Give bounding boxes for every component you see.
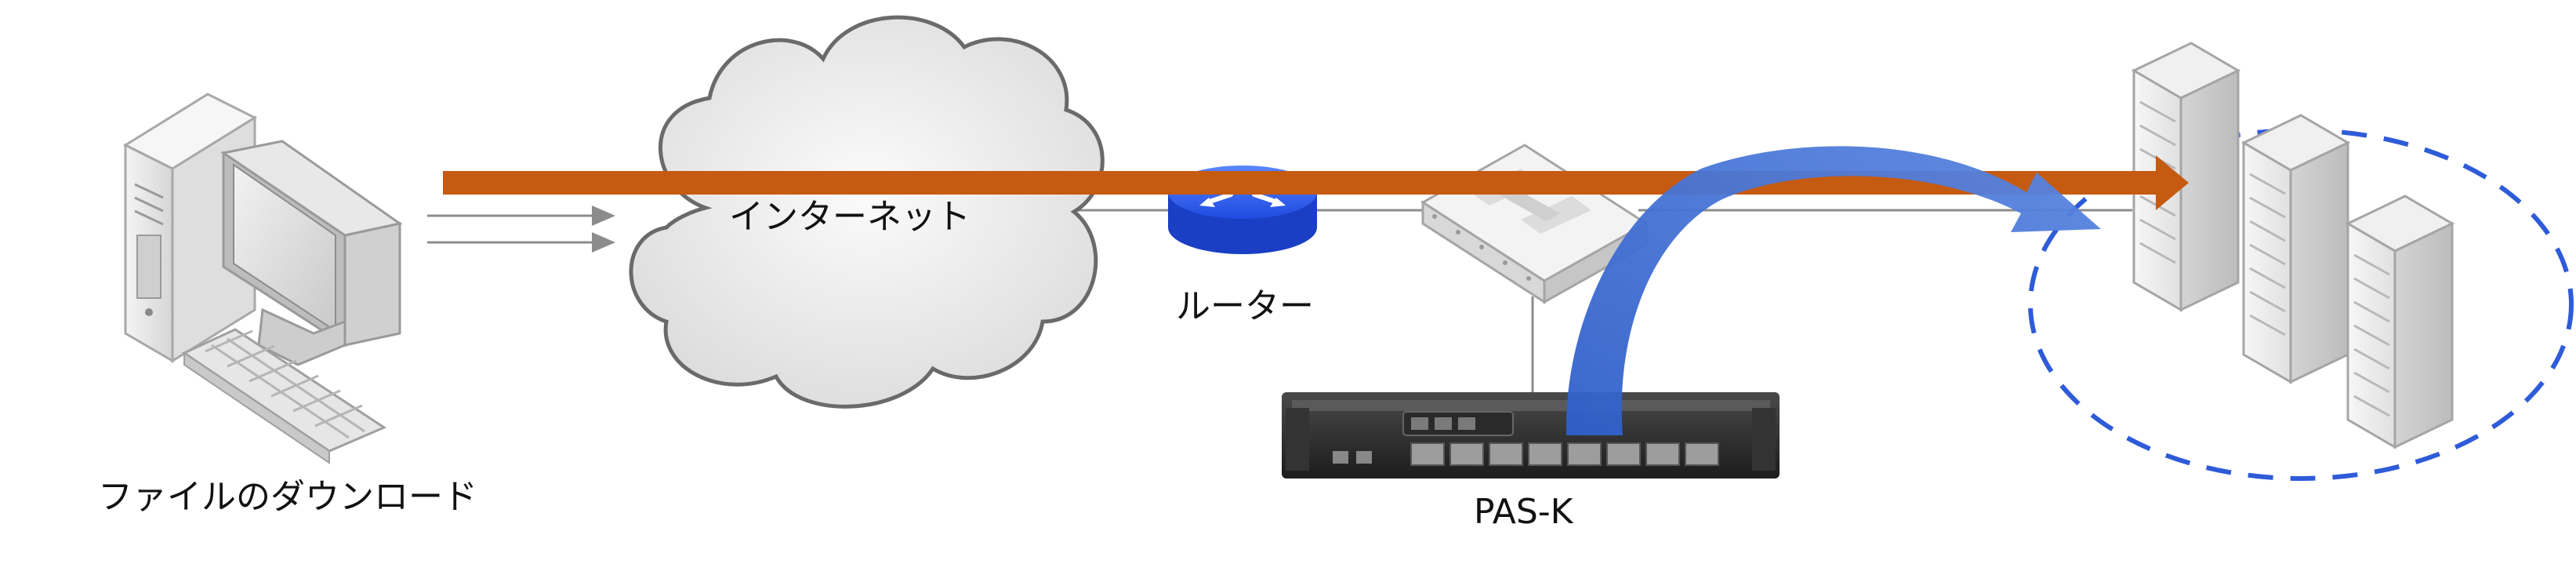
cloud-icon — [629, 15, 1105, 409]
server-tower-icon — [2131, 42, 2455, 449]
desktop-computer-icon — [122, 93, 403, 464]
redirect-arrow — [1566, 146, 2101, 435]
internet-label: インターネット — [729, 197, 971, 237]
rack-appliance-icon — [1282, 392, 1780, 478]
pc-label: ファイルのダウンロード — [98, 477, 477, 517]
device-label: PAS-K — [1474, 492, 1574, 532]
request-arrows — [427, 206, 615, 253]
router-label: ルーター — [1176, 286, 1314, 326]
